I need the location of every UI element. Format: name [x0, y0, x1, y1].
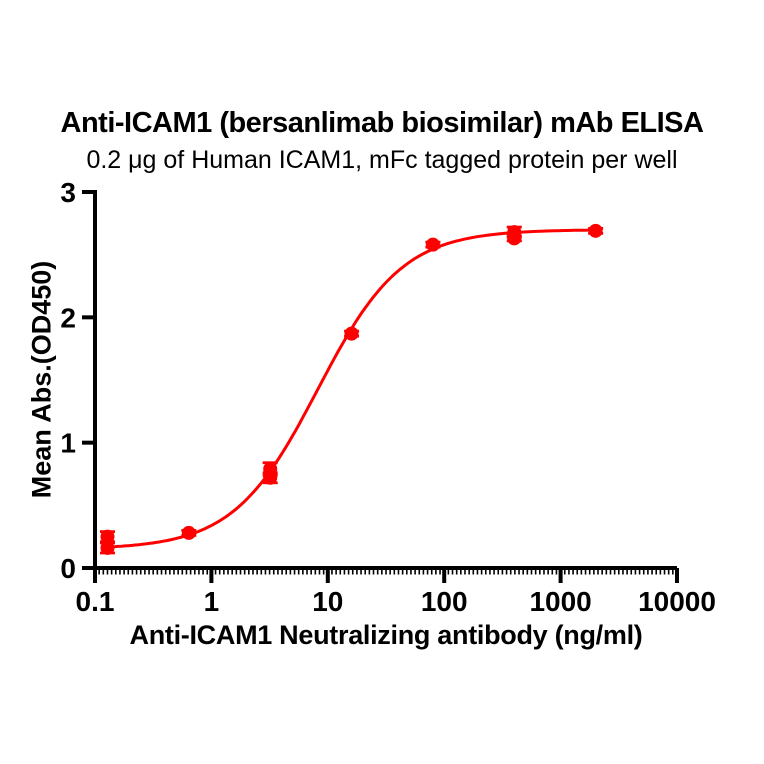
data-point: [344, 326, 359, 341]
data-point: [507, 231, 522, 246]
fit-curve: [106, 228, 598, 549]
y-axis-title: Mean Abs.(OD450): [26, 260, 57, 499]
data-point: [263, 470, 278, 485]
chart-title: Anti-ICAM1 (bersanlimab biosimilar) mAb …: [60, 107, 704, 139]
x-tick-label: 10000: [638, 586, 716, 617]
y-tick-label: 3: [60, 177, 76, 208]
x-axis-title: Anti-ICAM1 Neutralizing antibody (ng/ml): [129, 620, 643, 650]
y-tick-label: 0: [60, 553, 76, 584]
y-tick-label: 2: [60, 302, 76, 333]
x-tick-label: 1: [204, 586, 220, 617]
x-tick-label: 10: [312, 586, 343, 617]
data-point: [588, 223, 603, 238]
x-tick-label: 1000: [529, 586, 591, 617]
data-point: [100, 540, 115, 555]
data-point: [100, 529, 115, 544]
data-point: [425, 237, 440, 252]
x-tick-label: 0.1: [76, 586, 115, 617]
y-tick-label: 1: [60, 428, 76, 459]
data-point: [181, 525, 196, 540]
chart-subtitle: 0.2 μg of Human ICAM1, mFc tagged protei…: [86, 146, 678, 174]
x-tick-label: 100: [421, 586, 468, 617]
